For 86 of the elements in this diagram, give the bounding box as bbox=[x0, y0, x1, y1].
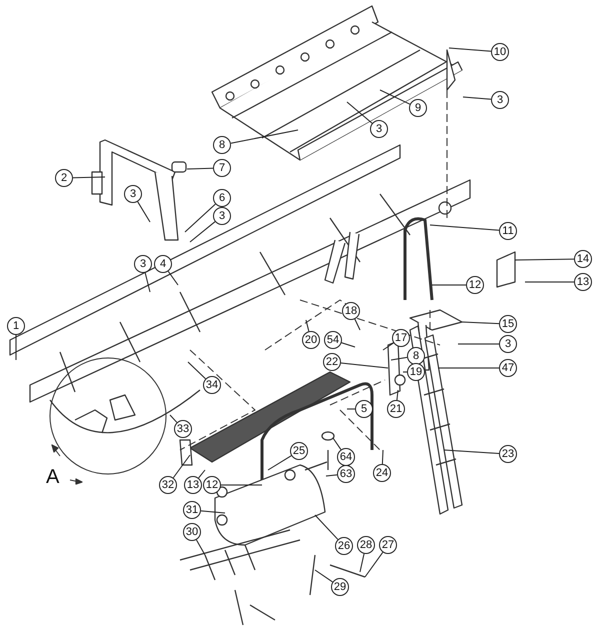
callout-number: 1 bbox=[7, 317, 25, 335]
leader-line bbox=[462, 322, 500, 324]
leader-line bbox=[380, 90, 410, 105]
leader-line bbox=[172, 454, 190, 478]
callout-number: 47 bbox=[499, 359, 517, 377]
leader-line bbox=[382, 342, 394, 350]
callout-number: 17 bbox=[392, 329, 410, 347]
leader-line bbox=[382, 450, 384, 464]
callout-number: 34 bbox=[203, 376, 221, 394]
callout-number: 18 bbox=[342, 302, 360, 320]
leader-line bbox=[396, 390, 398, 401]
leader-line bbox=[137, 201, 150, 222]
callout-number: 30 bbox=[183, 523, 201, 541]
callout-number: 13 bbox=[574, 273, 592, 291]
callout-number: 3 bbox=[124, 185, 142, 203]
callout-number: 3 bbox=[370, 120, 388, 138]
callout-number: 33 bbox=[174, 420, 192, 438]
leader-line bbox=[390, 356, 408, 360]
callout-number: 5 bbox=[355, 400, 373, 418]
leader-line bbox=[314, 570, 334, 582]
leader-line bbox=[346, 102, 373, 124]
leader-line bbox=[340, 362, 388, 368]
callout-number: 32 bbox=[159, 476, 177, 494]
callout-number: 3 bbox=[134, 255, 152, 273]
callout-number: 21 bbox=[387, 400, 405, 418]
leader-line bbox=[220, 484, 262, 486]
leader-line bbox=[360, 553, 365, 572]
callout-number: 12 bbox=[466, 276, 484, 294]
callout-number: 3 bbox=[213, 207, 231, 225]
callout-number: 28 bbox=[357, 536, 375, 554]
callout-number: 8 bbox=[213, 136, 231, 154]
leader-line bbox=[432, 284, 466, 286]
callout-number: 19 bbox=[407, 363, 425, 381]
callout-number: 24 bbox=[373, 464, 391, 482]
leader-line bbox=[364, 552, 384, 578]
callout-number: 2 bbox=[55, 169, 73, 187]
leader-line bbox=[354, 318, 360, 330]
callout-number: 27 bbox=[379, 536, 397, 554]
callout-number: 26 bbox=[335, 537, 353, 555]
callout-number: 6 bbox=[213, 189, 231, 207]
leader-line bbox=[168, 270, 178, 286]
leader-line bbox=[230, 130, 298, 144]
leader-line bbox=[186, 168, 214, 170]
callout-number: 4 bbox=[154, 255, 172, 273]
callout-number: 9 bbox=[409, 99, 427, 117]
leader-line bbox=[514, 258, 574, 260]
leader-line bbox=[198, 470, 206, 478]
callout-number: 8 bbox=[407, 347, 425, 365]
callout-number: 10 bbox=[491, 43, 509, 61]
leader-line bbox=[196, 539, 206, 556]
leader-line bbox=[332, 438, 342, 450]
callout-number: 22 bbox=[323, 353, 341, 371]
leader-line bbox=[190, 221, 216, 242]
callout-number: 25 bbox=[290, 442, 308, 460]
leader-line bbox=[200, 510, 226, 514]
leader-line bbox=[444, 450, 500, 454]
callout-number: 54 bbox=[324, 331, 342, 349]
callout-number: 15 bbox=[499, 315, 517, 333]
leader-line bbox=[184, 204, 216, 232]
view-label: A bbox=[46, 466, 60, 489]
leader-line bbox=[268, 455, 292, 470]
leader-line bbox=[188, 362, 206, 380]
leader-line bbox=[326, 474, 338, 476]
callout-number: 23 bbox=[499, 445, 517, 463]
callout-number: 64 bbox=[337, 448, 355, 466]
callout-number: 7 bbox=[213, 159, 231, 177]
leader-line bbox=[306, 320, 310, 332]
callout-number: 29 bbox=[331, 578, 349, 596]
callout-number: 12 bbox=[203, 476, 221, 494]
callout-number: 14 bbox=[574, 250, 592, 268]
leader-line bbox=[462, 96, 492, 100]
leader-line bbox=[346, 408, 356, 410]
leader-line bbox=[430, 224, 500, 231]
leader-line bbox=[144, 272, 150, 292]
leader-line bbox=[314, 514, 338, 540]
callout-number: 63 bbox=[337, 465, 355, 483]
callout-number: 11 bbox=[499, 222, 517, 240]
callout-number: 31 bbox=[183, 501, 201, 519]
leader-line bbox=[448, 48, 492, 52]
leader-line bbox=[72, 176, 106, 178]
callout-number: 20 bbox=[302, 331, 320, 349]
callout-number: 13 bbox=[184, 476, 202, 494]
leader-line bbox=[341, 342, 356, 348]
callout-number: 3 bbox=[491, 91, 509, 109]
leader-line bbox=[170, 414, 178, 423]
callout-number: 3 bbox=[499, 335, 517, 353]
